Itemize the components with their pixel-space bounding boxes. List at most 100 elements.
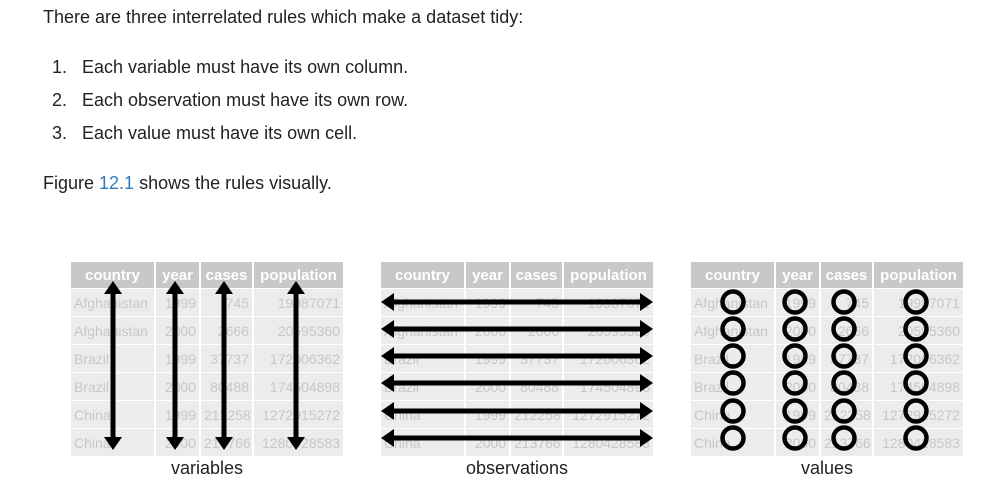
intro-text: There are three interrelated rules which… xyxy=(43,7,524,27)
cell-population: 1280428583 xyxy=(873,428,963,456)
panel-observations: countryyearcasespopulationAfghanistan199… xyxy=(381,262,653,478)
cell-cases: 2666 xyxy=(200,316,254,345)
value-circle-icon xyxy=(903,343,929,369)
arrow-head-icon xyxy=(104,281,122,294)
arrow-head-icon xyxy=(104,437,122,450)
cell-cases: 80488 xyxy=(820,372,874,401)
rule-item: 1. Each variable must have its own column… xyxy=(52,56,408,89)
arrow-head-icon xyxy=(381,402,394,420)
value-circle-icon xyxy=(782,370,808,396)
caption-values: values xyxy=(800,458,854,478)
value-circle-icon xyxy=(903,316,929,342)
cell-year: 2000 xyxy=(465,428,511,456)
value-circle-icon xyxy=(782,316,808,342)
rule-number: 3. xyxy=(52,123,68,143)
value-circle-icon xyxy=(903,398,929,424)
cell-year: 1999 xyxy=(465,400,511,429)
cell-country: China xyxy=(381,428,466,456)
rule-number: 1. xyxy=(52,57,68,77)
rule-number: 2. xyxy=(52,90,68,110)
header-cases: cases xyxy=(200,262,254,289)
value-circle-icon xyxy=(720,398,746,424)
value-circle-icon xyxy=(831,316,857,342)
cell-population: 174504898 xyxy=(563,372,653,401)
rule-text: Each value must have its own cell. xyxy=(82,123,358,143)
value-circle-icon xyxy=(782,343,808,369)
caption-variables: variables xyxy=(170,458,244,478)
cell-cases: 212258 xyxy=(200,400,254,429)
header-year: year xyxy=(465,262,511,289)
arrow-head-icon xyxy=(381,347,394,365)
header-country: country xyxy=(381,262,466,289)
value-circle-icon xyxy=(720,370,746,396)
caption-observations: observations xyxy=(465,458,569,478)
arrow-head-icon xyxy=(640,402,653,420)
variables-arrows xyxy=(104,281,305,450)
value-circle-icon xyxy=(831,370,857,396)
cell-year: 1999 xyxy=(775,400,821,429)
cell-country: China xyxy=(691,400,776,429)
cell-country: China xyxy=(691,428,776,456)
arrow-head-icon xyxy=(287,281,305,294)
arrow-head-icon xyxy=(640,293,653,311)
header-cases: cases xyxy=(820,262,874,289)
cell-year: 2000 xyxy=(775,428,821,456)
header-population: population xyxy=(873,262,963,289)
value-circle-icon xyxy=(831,425,857,451)
arrow-head-icon xyxy=(640,347,653,365)
arrow-head-icon xyxy=(215,437,233,450)
rule-item: 2. Each observation must have its own row… xyxy=(52,89,408,122)
value-circle-icon xyxy=(720,289,746,315)
value-circle-icon xyxy=(831,289,857,315)
header-year: year xyxy=(155,262,201,289)
arrow-head-icon xyxy=(381,293,394,311)
arrow-head-icon xyxy=(381,374,394,392)
value-circle-icon xyxy=(903,425,929,451)
tidy-rules-list: 1. Each variable must have its own column… xyxy=(52,56,408,155)
value-circle-icon xyxy=(831,398,857,424)
cell-country: Brazil xyxy=(691,372,776,401)
value-circle-icon xyxy=(782,425,808,451)
arrow-head-icon xyxy=(381,429,394,447)
rule-text: Each observation must have its own row. xyxy=(82,90,409,110)
arrow-head-icon xyxy=(640,429,653,447)
value-circle-icon xyxy=(720,425,746,451)
cell-year: 2000 xyxy=(465,372,511,401)
header-population: population xyxy=(563,262,653,289)
value-circle-icon xyxy=(903,289,929,315)
figure-ref-after: shows the rules visually. xyxy=(134,173,332,193)
figure-link[interactable]: 12.1 xyxy=(99,173,135,193)
value-circle-icon xyxy=(903,370,929,396)
cell-population: 1280428583 xyxy=(563,428,653,456)
arrow-head-icon xyxy=(640,320,653,338)
header-population: population xyxy=(253,262,343,289)
arrow-head-icon xyxy=(287,437,305,450)
value-circle-icon xyxy=(782,398,808,424)
cell-cases: 212258 xyxy=(510,400,564,429)
header-year: year xyxy=(775,262,821,289)
arrow-head-icon xyxy=(215,281,233,294)
cell-cases: 37737 xyxy=(820,344,874,373)
value-circle-icon xyxy=(782,289,808,315)
figure-reference: Figure 12.1 shows the rules visually. xyxy=(43,172,332,194)
value-circle-icon xyxy=(720,316,746,342)
arrow-head-icon xyxy=(640,374,653,392)
cell-population: 1272915272 xyxy=(873,400,963,429)
header-cases: cases xyxy=(510,262,564,289)
cell-cases: 212258 xyxy=(820,400,874,429)
rule-text: Each variable must have its own column. xyxy=(82,57,409,77)
rule-item: 3. Each value must have its own cell. xyxy=(52,122,408,155)
value-circle-icon xyxy=(831,343,857,369)
value-circle-icon xyxy=(720,343,746,369)
arrow-head-icon xyxy=(166,437,184,450)
panel-variables: countryyearcasespopulationAfghanistan199… xyxy=(71,262,343,478)
arrow-head-icon xyxy=(166,281,184,294)
